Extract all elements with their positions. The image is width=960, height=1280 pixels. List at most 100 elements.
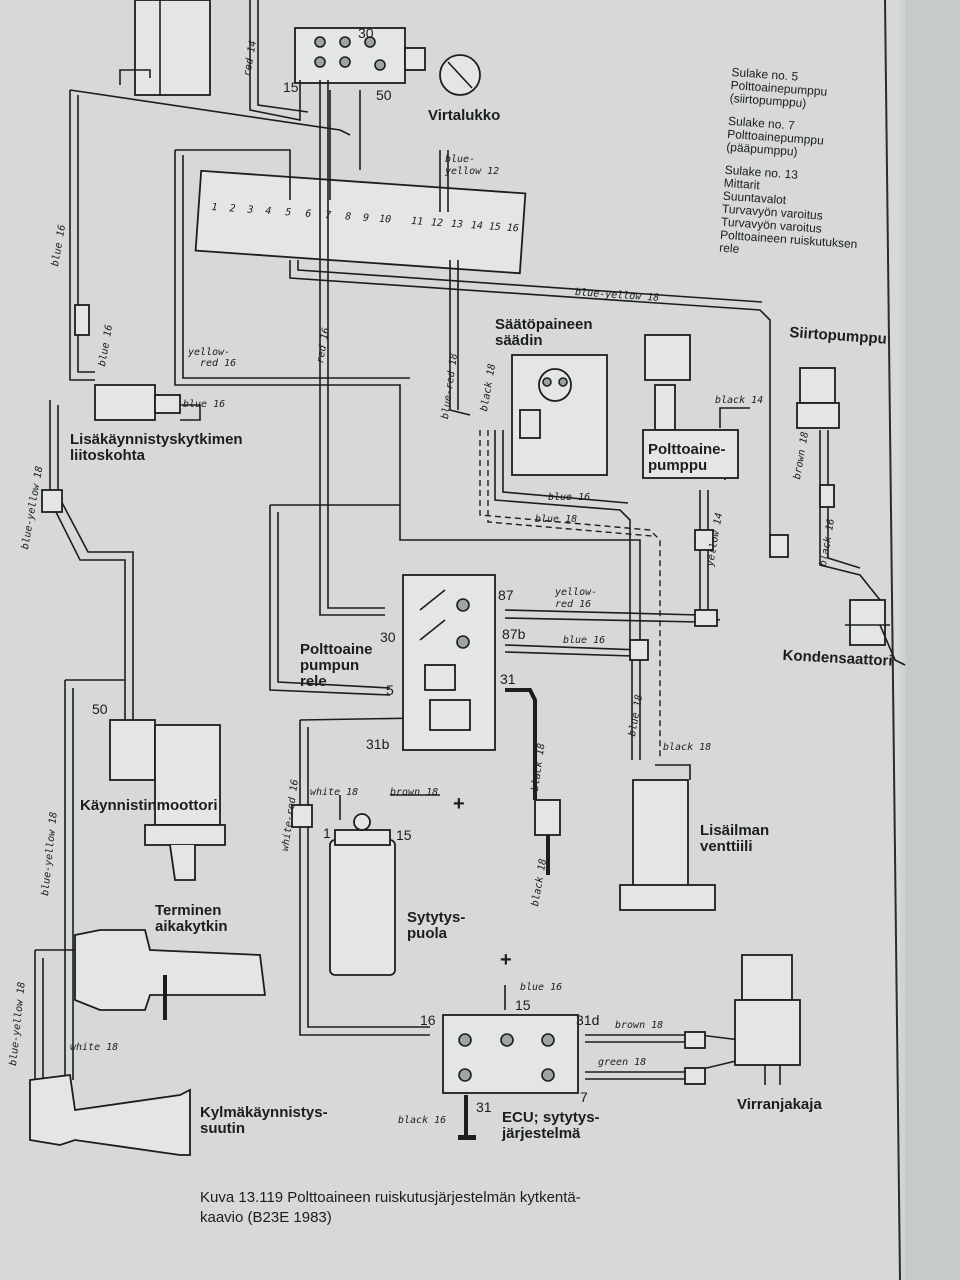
distributor-label: Virranjakaja [737,1096,822,1113]
fuel-pump-relay [402,574,496,751]
wire-label: red 16 [555,599,592,610]
aux-air-valve-label-1: Lisäilman [700,822,770,839]
fuel-pump-relay-label-3: rele [300,673,327,690]
wire-label: blue 16 [548,492,591,503]
plus-symbol: + [500,949,512,971]
cold-start-injector-label-2: suutin [200,1120,245,1137]
terminal-label: 50 [92,701,108,717]
pressure-regulator-label-1: Säätöpaineen [495,316,593,333]
wire-label: black 16 [398,1115,447,1126]
wire-label: white 18 [70,1042,119,1053]
wire-label: blue 16 [563,635,606,646]
wire-label: black 18 [663,742,712,753]
page-edge [884,0,901,1280]
ignition-coil [329,813,396,976]
fuse-number: 10 [378,213,392,226]
figure-caption-line-2: kaavio (B23E 1983) [200,1209,332,1226]
fuse-number: 12 [430,217,444,230]
next-page [905,0,960,1280]
wire-label: yellow- [188,347,231,358]
aux-air-valve-label-2: venttiili [700,838,753,855]
pressure-regulator-label-2: säädin [495,332,543,349]
wire-label: blue 16 [520,982,563,993]
fuel-pump-label-1: Polttoaine- [648,441,726,458]
ecu-unit [442,1014,579,1140]
fuse-number: 1 [211,201,218,214]
terminal-label: 31d [576,1012,600,1028]
fuel-pump [642,334,750,479]
wire-label: brown 18 [390,787,439,798]
distributor [734,954,801,1085]
plus-symbol: + [453,793,465,815]
wire-label: yellow- [555,587,598,598]
fuse-box [194,169,527,275]
cold-start-connector-label-2: liitoskohta [70,447,146,464]
fuse-number: 14 [470,220,484,232]
wire-label: white 18 [310,787,359,798]
fuse-number: 5 [284,207,292,219]
terminal-label: 15 [515,997,531,1013]
terminal-label: 31 [476,1099,492,1115]
wire-label: green 18 [598,1057,647,1068]
ecu-label-2: järjestelmä [502,1125,581,1142]
terminal-label: 15 [396,827,412,843]
terminal-label: 87b [502,626,526,642]
fuse-number: 11 [410,215,424,228]
wire-label: yellow 12 [445,166,500,177]
transfer-pump [796,367,840,429]
wire-connectors [41,304,835,1085]
terminal-label: 15 [283,79,299,95]
fuel-pump-label-2: pumppu [648,457,708,474]
terminal-label: 31b [366,736,390,752]
fuse-number: 7 [324,209,332,222]
ignition-switch-label: Virtalukko [428,107,501,124]
fuse-info-list: Sulake no. 5 Polttoainepumppu (siirtopum… [719,65,869,264]
starter-motor [109,719,226,881]
terminal-label: 1 [323,825,331,841]
thermal-timer-label-1: Terminen [155,902,222,919]
terminal-label: 16 [420,1012,436,1028]
ignition-switch [294,27,481,96]
cold-start-connector-label-1: Lisäkäynnistyskytkimen [70,431,243,448]
pressure-regulator [511,354,608,476]
fuse-number: 8 [344,211,352,223]
aux-air-valve [619,764,716,911]
ignition-coil-label-1: Sytytys- [407,909,466,926]
wire-label: blue 18 [535,514,578,525]
capacitor [845,599,906,666]
wire-label: brown 18 [615,1020,664,1031]
wire-label: blue 16 [183,399,226,410]
terminal-label: 7 [580,1089,588,1105]
fuse-number: 15 [488,221,502,234]
fuse-number: 9 [362,212,370,224]
fuse-number: 3 [247,204,254,216]
fuel-pump-relay-label-1: Polttoaine [300,641,373,658]
fuse-number: 2 [229,203,236,215]
fuse-number: 4 [264,205,272,218]
wire-label: blue- [445,154,476,165]
starter-motor-label: Käynnistinmoottori [80,797,218,814]
thermal-timer [74,929,267,1020]
fuel-pump-relay-label-2: pumpun [300,657,360,674]
fuse-number: 13 [450,218,464,231]
terminal-label: 5 [386,682,394,698]
figure-caption-line-1: Kuva 13.119 Polttoaineen ruiskutusjärjes… [200,1189,581,1206]
cold-start-injector [29,1073,191,1156]
ecu-label-1: ECU; sytytys- [502,1109,600,1126]
fuse-number: 16 [506,222,520,235]
inline-switch [534,799,561,836]
wire-label: red 16 [200,358,237,369]
battery-symbol [119,0,211,96]
terminal-label: 50 [376,87,392,103]
terminal-label: 31 [500,671,516,687]
fuse-number: 6 [304,208,312,220]
terminal-label: 30 [358,25,374,41]
ignition-coil-label-2: puola [407,925,447,942]
cold-start-injector-label-1: Kylmäkäynnistys- [200,1104,328,1121]
terminal-label: 87 [498,587,514,603]
wire-label: black 14 [715,395,764,406]
thermal-timer-label-2: aikakytkin [155,918,228,935]
terminal-label: 30 [380,629,396,645]
